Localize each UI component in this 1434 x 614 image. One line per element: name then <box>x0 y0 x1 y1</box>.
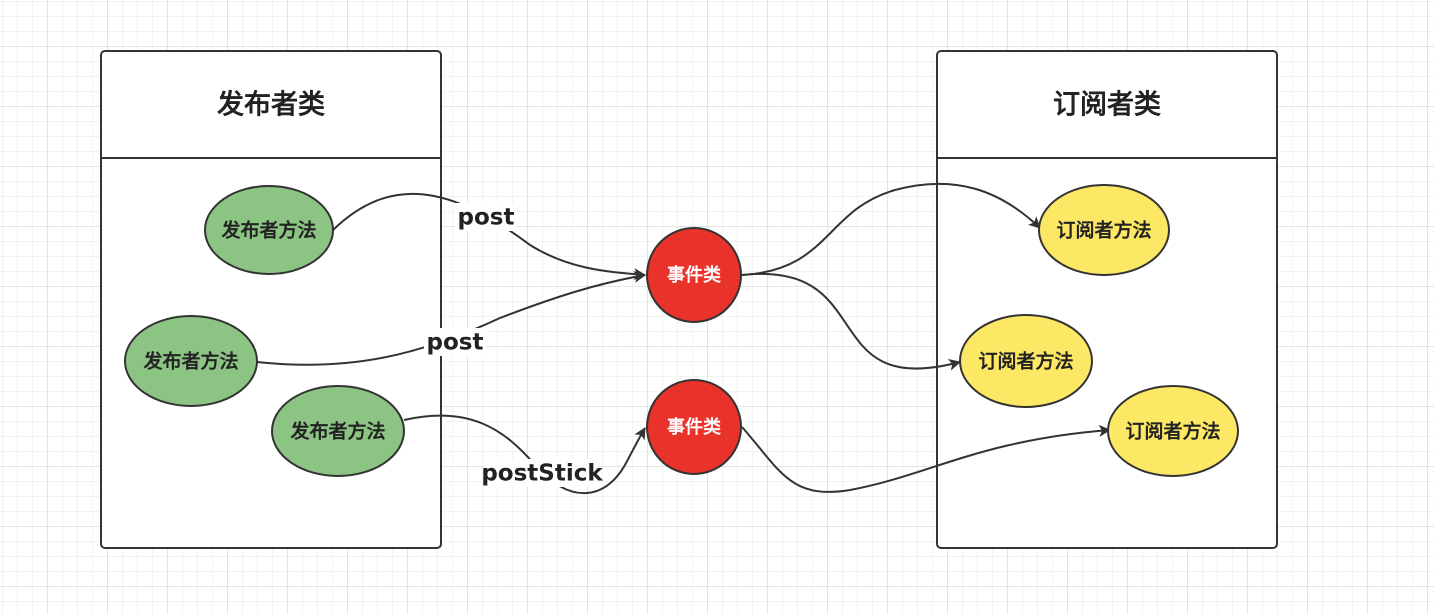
publisher-method-node[interactable]: 发布者方法 <box>204 185 334 275</box>
edge-event1-to-subscriber1 <box>741 182 1041 276</box>
subscriber-method-ellipse <box>959 314 1093 408</box>
subscriber-method-ellipse <box>1038 184 1170 276</box>
publisher-method-label: 发布者方法 <box>220 219 316 242</box>
svg-text:post: post <box>458 205 515 231</box>
svg-text:post: post <box>427 330 484 356</box>
subscriber-method-node[interactable]: 订阅者方法 <box>1107 385 1239 477</box>
subscriber-method-node[interactable]: 订阅者方法 <box>959 314 1093 408</box>
event-circle <box>646 227 742 323</box>
publisher-method-node[interactable]: 发布者方法 <box>124 315 258 407</box>
edge-publisher1-to-event1 <box>332 192 646 281</box>
edge-event2-to-subscriber3 <box>741 424 1111 493</box>
event-circle <box>646 379 742 475</box>
svg-text:postStick: postStick <box>481 461 603 487</box>
subscriber-method-ellipse <box>1107 385 1239 477</box>
event-node[interactable]: 事件类 <box>646 379 742 475</box>
event-node[interactable]: 事件类 <box>646 227 742 323</box>
edge-publisher3-to-event2 <box>403 414 646 495</box>
edge-publisher2-to-event1 <box>256 271 646 366</box>
subscriber-class-title: 订阅者类 <box>1053 90 1161 121</box>
publisher-method-node[interactable]: 发布者方法 <box>271 385 405 477</box>
subscriber-method-label: 订阅者方法 <box>1125 420 1220 443</box>
subscriber-method-label: 订阅者方法 <box>1056 219 1151 242</box>
edge-event1-to-subscriber2 <box>741 272 961 371</box>
publisher-method-ellipse <box>204 185 334 275</box>
publisher-class-title: 发布者类 <box>216 89 325 121</box>
publisher-class-box[interactable]: 发布者类 <box>100 50 442 549</box>
edge-label-post-1: post <box>455 203 517 231</box>
edge-label-post-2: post <box>424 328 486 356</box>
event-label: 事件类 <box>667 264 722 286</box>
subscriber-method-label: 订阅者方法 <box>978 350 1073 373</box>
subscriber-class-box[interactable]: 订阅者类 <box>936 50 1278 549</box>
subscriber-method-node[interactable]: 订阅者方法 <box>1038 184 1170 276</box>
edge-label-post-stick: postStick <box>481 459 603 487</box>
publisher-method-label: 发布者方法 <box>289 420 385 443</box>
publisher-method-ellipse <box>271 385 405 477</box>
publisher-method-ellipse <box>124 315 258 407</box>
publisher-method-label: 发布者方法 <box>142 350 238 373</box>
event-label: 事件类 <box>667 416 722 438</box>
